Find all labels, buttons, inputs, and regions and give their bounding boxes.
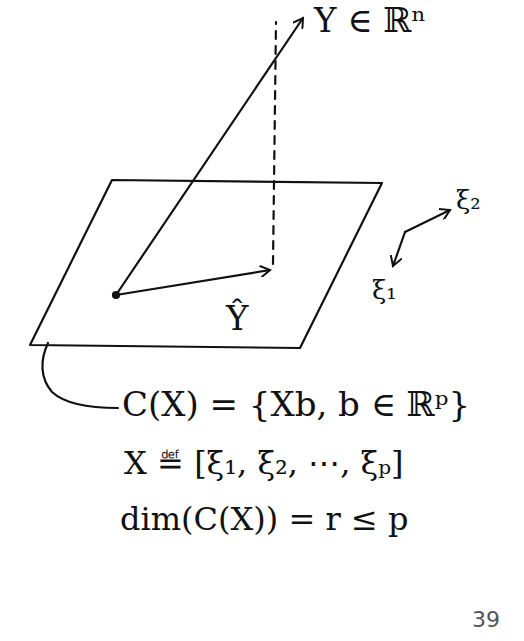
basis-label: ξ₁: [372, 276, 397, 305]
basis-label: ξ₂: [456, 186, 481, 215]
definition-text: dim(C(X)) = r ≤ p: [120, 502, 408, 537]
xi2-vector: [405, 210, 450, 232]
definition-text: X ≝ [ξ₁, ξ₂, ⋯, ξₚ]: [124, 446, 403, 481]
column-space-plane: [30, 180, 382, 348]
projection-dash: [273, 22, 276, 264]
vector-label: Ŷ: [226, 300, 248, 337]
y-hat-vector: [116, 270, 270, 295]
page-number: 39: [472, 608, 500, 632]
origin-dot: [113, 292, 119, 298]
definition-text: C(X) = {Xb, b ∈ ℝᵖ}: [122, 386, 470, 423]
xi1-vector: [393, 232, 405, 266]
vector-label: Y ∈ ℝⁿ: [314, 2, 426, 39]
y-vector: [116, 18, 303, 295]
leader-curve: [42, 343, 118, 408]
